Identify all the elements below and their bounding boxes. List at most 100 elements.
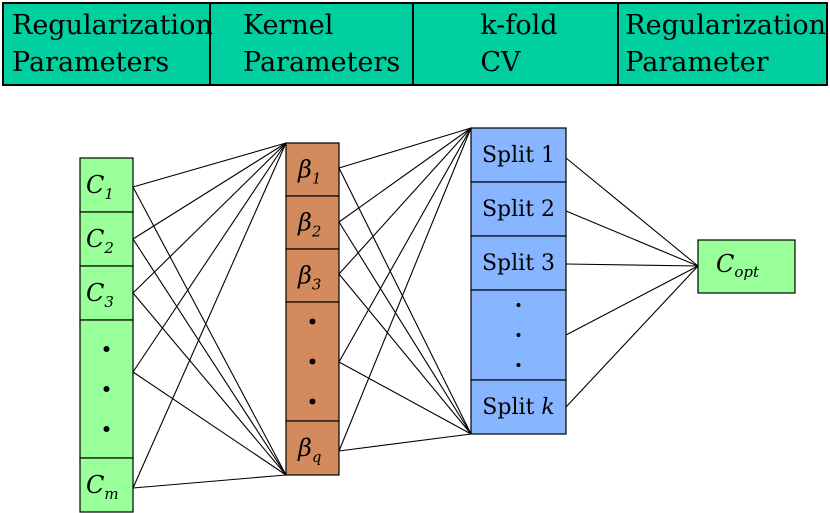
symbol-subscript: 1 bbox=[104, 185, 114, 203]
connection-line bbox=[132, 142, 287, 188]
symbol-main: β bbox=[297, 262, 312, 290]
header-line: Kernel bbox=[243, 10, 334, 41]
connection-line bbox=[338, 221, 472, 435]
connection-line bbox=[132, 142, 287, 373]
split-label: Split 2 bbox=[482, 197, 555, 222]
beta-cell-box bbox=[285, 142, 340, 197]
beta-symbol: β2 bbox=[297, 209, 321, 241]
c-opt-rect bbox=[697, 239, 796, 294]
split-cell-box bbox=[470, 181, 567, 237]
c-cell-5: Cm bbox=[79, 457, 134, 513]
ellipsis-dot bbox=[103, 386, 110, 392]
split-label-text: Split 1 bbox=[482, 143, 555, 168]
symbol-main: C bbox=[86, 471, 104, 499]
beta-cell-3: β3 bbox=[285, 248, 340, 303]
header-line: Parameter bbox=[625, 47, 769, 78]
header-bar: Regularization Parameters Kernel Paramet… bbox=[2, 2, 828, 86]
header-line: k-fold bbox=[480, 10, 558, 41]
ellipsis-dot bbox=[103, 346, 110, 352]
ellipsis-dot bbox=[309, 398, 316, 405]
ellipsis-dot bbox=[309, 358, 316, 365]
connection-line bbox=[338, 127, 472, 363]
beta-cell-5: βq bbox=[285, 420, 340, 476]
split-cell-3: Split 3 bbox=[470, 235, 567, 291]
ellipsis-dot bbox=[309, 318, 316, 325]
c-cell-4 bbox=[79, 319, 134, 459]
connection-line bbox=[338, 361, 472, 435]
connection-line bbox=[565, 263, 699, 267]
split-cell-2: Split 2 bbox=[470, 181, 567, 237]
connection-line bbox=[338, 127, 472, 275]
symbol-main: C bbox=[86, 225, 104, 253]
c-cell-box bbox=[79, 265, 134, 321]
symbol-subscript: 2 bbox=[311, 223, 322, 241]
connection-line bbox=[132, 142, 287, 489]
header-line: Parameters bbox=[12, 47, 170, 78]
split-label-text: Split bbox=[482, 395, 541, 420]
split-label: Split k bbox=[482, 395, 554, 420]
header-cell-kfold-cv: k-fold CV bbox=[414, 4, 620, 84]
c-symbol: C1 bbox=[86, 171, 114, 203]
symbol-subscript: q bbox=[312, 448, 322, 466]
split-label-italic: k bbox=[541, 395, 554, 420]
c-cell-2: C2 bbox=[79, 211, 134, 267]
symbol-main: C bbox=[86, 279, 104, 307]
split-label-text: Split 2 bbox=[482, 197, 555, 222]
connection-line bbox=[132, 292, 287, 476]
connection-line bbox=[132, 474, 287, 489]
header-line: Regularization bbox=[625, 10, 826, 41]
beta-symbol: βq bbox=[297, 434, 321, 466]
connection-line bbox=[565, 157, 699, 267]
c-cell-box bbox=[79, 457, 134, 513]
beta-cell-4 bbox=[285, 301, 340, 422]
symbol-main: C bbox=[86, 171, 104, 199]
header-line: CV bbox=[480, 47, 521, 78]
ellipsis-dot bbox=[516, 303, 521, 307]
connection-line bbox=[338, 273, 472, 435]
connection-line bbox=[338, 433, 472, 452]
connection-line bbox=[338, 127, 472, 169]
c-symbol: Cm bbox=[86, 471, 119, 503]
symbol-subscript: opt bbox=[734, 263, 760, 281]
header-cell-regularization-parameter: Regularization Parameter bbox=[619, 4, 826, 84]
beta-symbol: β1 bbox=[297, 156, 321, 188]
beta-symbol: β3 bbox=[297, 262, 321, 294]
split-cell-1: Split 1 bbox=[470, 127, 567, 183]
split-cell-box bbox=[470, 379, 567, 435]
connection-line bbox=[565, 265, 699, 408]
connection-line bbox=[338, 167, 472, 435]
ellipsis-dot bbox=[516, 333, 521, 337]
connection-line bbox=[132, 142, 287, 240]
header-line: Regularization bbox=[12, 10, 213, 41]
symbol-main: β bbox=[297, 156, 312, 184]
header-cell-kernel-parameters: Kernel Parameters bbox=[211, 4, 415, 84]
c-opt-symbol: Copt bbox=[716, 250, 760, 281]
connection-line bbox=[132, 238, 287, 476]
symbol-main: β bbox=[297, 209, 312, 237]
connection-line bbox=[132, 371, 287, 476]
header-cell-regularization-parameters: Regularization Parameters bbox=[4, 4, 213, 84]
split-label: Split 3 bbox=[482, 251, 555, 276]
beta-cell-box bbox=[285, 420, 340, 476]
beta-cell-box bbox=[285, 195, 340, 250]
symbol-subscript: 3 bbox=[104, 293, 114, 311]
split-cell-4 bbox=[470, 289, 567, 381]
split-cell-5: Split k bbox=[470, 379, 567, 435]
beta-cell-1: β1 bbox=[285, 142, 340, 197]
symbol-subscript: m bbox=[104, 485, 118, 503]
c-opt-box: Copt bbox=[697, 239, 796, 294]
symbol-main: β bbox=[297, 434, 312, 462]
header-line: Parameters bbox=[243, 47, 401, 78]
c-cell-1: C1 bbox=[79, 157, 134, 213]
connection-line bbox=[132, 142, 287, 294]
split-cell-box bbox=[470, 127, 567, 183]
ellipsis-dot bbox=[516, 363, 521, 367]
ellipsis-dot bbox=[103, 426, 110, 432]
beta-cell-2: β2 bbox=[285, 195, 340, 250]
connection-line bbox=[338, 127, 472, 452]
split-label-text: Split 3 bbox=[482, 251, 555, 276]
c-symbol: C3 bbox=[86, 279, 114, 311]
connection-line bbox=[338, 127, 472, 223]
